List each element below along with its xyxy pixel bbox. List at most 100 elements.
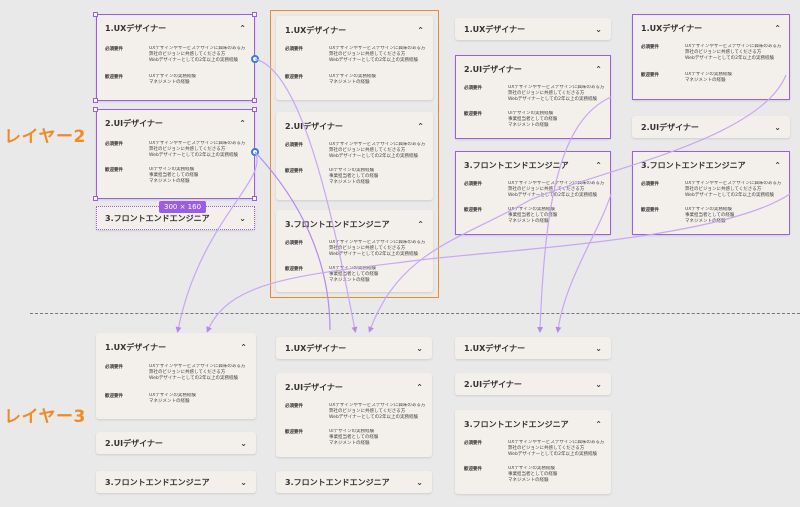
req-line: UXデザインやサービスデザインに興味のある方 xyxy=(149,364,246,369)
card-title: 2.UIデザイナー xyxy=(641,122,699,132)
preferred-label: 歓迎要件 xyxy=(285,430,303,435)
chevron-down-icon[interactable]: ⌄ xyxy=(416,477,423,487)
card-title: 3.フロントエンドエンジニア xyxy=(105,477,210,487)
pref-line: UIデザインの実務経験 xyxy=(329,168,375,173)
accordion-card-fe-collapsed[interactable]: 3.フロントエンドエンジニア ⌄ xyxy=(96,471,256,493)
chevron-up-icon[interactable]: ⌃ xyxy=(239,118,246,128)
prototype-wire xyxy=(254,151,331,331)
preferred-label: 歓迎要件 xyxy=(105,394,123,399)
accordion-card-fe-collapsed[interactable]: 3.フロントエンドエンジニア⌄ xyxy=(276,471,432,493)
req-line: Webデザイナーとしての2年以上の実務経験 xyxy=(685,193,774,198)
pref-line: 事業担当者としての経験 xyxy=(508,213,558,218)
accordion-card-ux-collapsed[interactable]: 1.UXデザイナー ⌄ xyxy=(455,18,611,40)
frame-selection-orange xyxy=(270,10,439,298)
card-title: 1.UXデザイナー xyxy=(464,24,526,34)
chevron-up-icon[interactable]: ⌃ xyxy=(774,160,781,170)
chevron-up-icon[interactable]: ⌃ xyxy=(595,64,602,74)
accordion-card-fe-collapsed[interactable]: 3.フロントエンドエンジニア⌄ xyxy=(96,206,255,230)
req-line: UXデザインやサービスデザインに興味のある方 xyxy=(329,403,426,408)
pref-line: 事業担当者としての経験 xyxy=(508,472,558,477)
required-label: 必須要件 xyxy=(285,47,303,52)
card-title: 3.フロントエンドエンジニア xyxy=(464,419,569,429)
req-line: UXデザインやサービスデザインに興味のある方 xyxy=(329,46,426,51)
req-line: 弊社のビジョンに共感してくださる方 xyxy=(508,91,585,96)
chevron-up-icon[interactable]: ⌃ xyxy=(595,160,602,170)
card-title: 3.フロントエンドエンジニア xyxy=(641,160,746,170)
selection-frame-fe xyxy=(632,151,790,235)
chevron-up-icon[interactable]: ⌃ xyxy=(239,23,246,33)
card-title: 2.UIデザイナー xyxy=(285,382,343,392)
resize-handle[interactable] xyxy=(93,12,98,17)
resize-handle[interactable] xyxy=(93,107,98,112)
card-title: 2.UIデザイナー xyxy=(285,121,343,131)
chevron-down-icon[interactable]: ⌄ xyxy=(416,343,423,353)
chevron-up-icon[interactable]: ⌃ xyxy=(417,121,424,131)
req-line: 弊社のビジョンに共感してくださる方 xyxy=(149,147,226,152)
prototype-wire xyxy=(537,96,612,333)
accordion-card-ui-collapsed[interactable]: 2.UIデザイナー ⌄ xyxy=(632,116,790,138)
chevron-up-icon[interactable]: ⌃ xyxy=(595,419,602,429)
resize-handle[interactable] xyxy=(93,196,98,201)
preferred-label: 歓迎要件 xyxy=(285,267,303,272)
chevron-down-icon[interactable]: ⌄ xyxy=(240,438,247,448)
resize-handle[interactable] xyxy=(252,107,257,112)
chevron-down-icon[interactable]: ⌄ xyxy=(774,122,781,132)
req-line: Webデザイナーとしての2年以上の実務経験 xyxy=(329,58,418,63)
resize-handle[interactable] xyxy=(252,12,257,17)
chevron-up-icon[interactable]: ⌃ xyxy=(417,25,424,35)
chevron-down-icon[interactable]: ⌄ xyxy=(239,213,246,223)
chevron-down-icon[interactable]: ⌄ xyxy=(240,477,247,487)
pref-line: マネジメントの経験 xyxy=(329,278,370,283)
resize-handle[interactable] xyxy=(93,98,98,103)
layer-2-label: レイヤー2 xyxy=(4,127,86,147)
accordion-card-ux-collapsed[interactable]: 1.UXデザイナー ⌄ xyxy=(455,337,611,359)
chevron-up-icon[interactable]: ⌃ xyxy=(416,382,423,392)
card-title: 1.UXデザイナー xyxy=(464,343,526,353)
req-line: Webデザイナーとしての2年以上の実務経験 xyxy=(685,56,774,61)
layer-divider xyxy=(30,313,800,314)
chevron-up-icon[interactable]: ⌃ xyxy=(417,219,424,229)
pref-line: UXデザインの実務経験 xyxy=(149,393,196,398)
card-title: 1.UXデザイナー xyxy=(105,23,167,33)
required-label: 必須要件 xyxy=(285,143,303,148)
chevron-down-icon[interactable]: ⌄ xyxy=(595,379,602,389)
accordion-card-ui-collapsed[interactable]: 2.UIデザイナー⌄ xyxy=(455,373,611,395)
pref-line: マネジメントの経験 xyxy=(329,80,370,85)
resize-handle[interactable] xyxy=(252,196,257,201)
preferred-label: 歓迎要件 xyxy=(641,208,659,213)
prototype-wire xyxy=(368,74,787,333)
pref-line: マネジメントの経験 xyxy=(685,78,726,83)
pref-line: 事業担当者としての経験 xyxy=(329,272,379,277)
resize-handle[interactable] xyxy=(252,98,257,103)
card-title: 1.UXデザイナー xyxy=(105,342,167,352)
accordion-card-ux-collapsed[interactable]: 1.UXデザイナー⌄ xyxy=(276,337,432,359)
req-line: Webデザイナーとしての2年以上の実務経験 xyxy=(149,58,238,63)
chevron-down-icon[interactable]: ⌄ xyxy=(595,24,602,34)
req-line: 弊社のビジョンに共感してくださる方 xyxy=(329,52,406,57)
card-title: 2.UIデザイナー xyxy=(105,438,163,448)
chevron-up-icon[interactable]: ⌃ xyxy=(240,342,247,352)
card-title: 2.UIデザイナー xyxy=(464,64,522,74)
req-line: UXデザインやサービスデザインに興味のある方 xyxy=(685,44,782,49)
preferred-label: 歓迎要件 xyxy=(464,467,482,472)
pref-line: UIデザインの実務経験 xyxy=(149,167,195,172)
pref-line: マネジメントの経験 xyxy=(149,399,190,404)
preferred-label: 歓迎要件 xyxy=(285,169,303,174)
layer-3-label: レイヤー3 xyxy=(4,407,86,427)
accordion-card-ui-collapsed[interactable]: 2.UIデザイナー ⌄ xyxy=(96,432,256,454)
chevron-down-icon[interactable]: ⌄ xyxy=(595,343,602,353)
chevron-up-icon[interactable]: ⌃ xyxy=(774,23,781,33)
